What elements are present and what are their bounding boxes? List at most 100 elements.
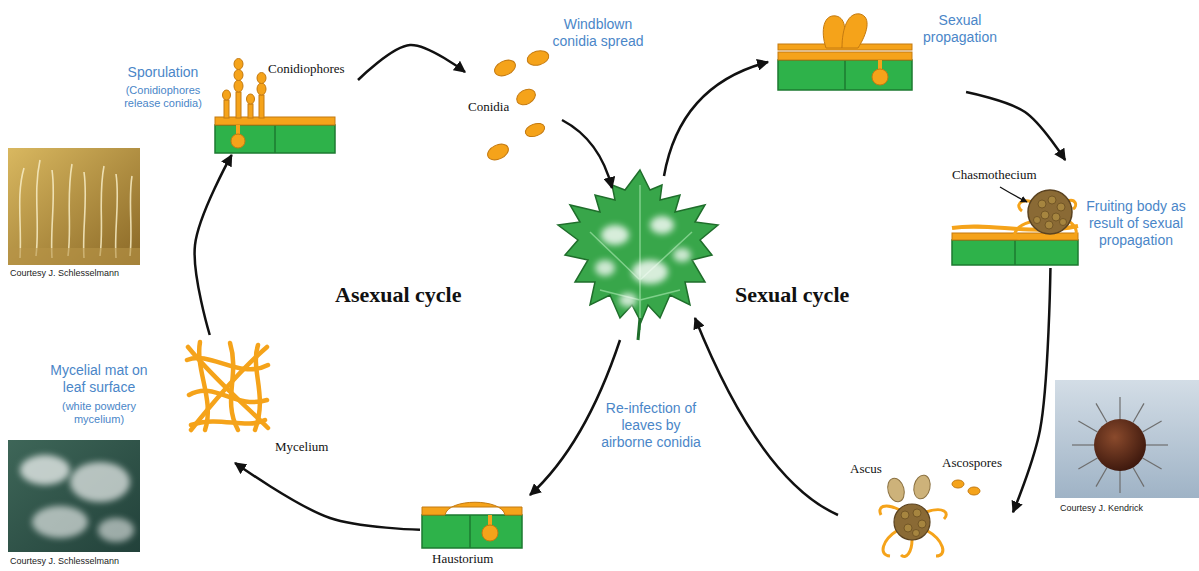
mycelium-photo-part xyxy=(32,506,88,538)
photo-credit: Courtesy J. Kendrick xyxy=(1060,503,1143,513)
stage-heading: Fruiting body as result of sexual propag… xyxy=(1080,198,1192,248)
mycelium-drawing-part xyxy=(230,343,238,430)
chasmothecium-drawing xyxy=(952,187,1078,265)
cycle-label: Asexual cycle xyxy=(335,282,461,307)
sexual-propagation-drawing-part xyxy=(778,52,912,60)
chasmothecium-drawing-part-part xyxy=(1052,213,1060,221)
cycle-arrow-part xyxy=(562,120,612,188)
mycelium-photo-part xyxy=(20,455,70,485)
conidiophore-drawing-part-part xyxy=(236,92,241,118)
ascus-drawing-part xyxy=(912,474,933,501)
ascus-drawing-part-part xyxy=(913,530,920,537)
chasmothecium-photo-part-part xyxy=(1143,458,1162,469)
part-label: Conidia xyxy=(468,100,509,115)
conidiophore-drawing-part-part xyxy=(259,95,264,118)
cycle-label: Sexual cycle xyxy=(735,282,849,307)
stage-node: Sporulation(Conidiophores release conidi… xyxy=(115,55,358,155)
cycle-arrow xyxy=(195,155,232,335)
stage-node: Mycelial mat on leaf surface(white powde… xyxy=(42,335,347,463)
photo-credit: Courtesy J. Schlesselmann xyxy=(10,268,119,278)
chasmothecium-photo-part xyxy=(1094,419,1146,471)
conidiophore-drawing-part-part xyxy=(223,90,231,100)
mycelium-photo xyxy=(8,440,140,552)
conidiophore-photo-part xyxy=(8,148,140,265)
chasmothecium-drawing-part-part xyxy=(1038,200,1046,208)
stage-node: Sexual propagation xyxy=(775,8,1008,92)
sexual-propagation-drawing-part xyxy=(823,16,845,48)
haustorium-drawing-part xyxy=(482,525,498,541)
chasmothecium-photo-part-part xyxy=(1143,421,1162,432)
conidiophore-photo-part xyxy=(100,166,104,256)
conidiophore-photo-part xyxy=(84,172,86,258)
infected-leaf-part xyxy=(601,225,629,245)
ascus-drawing-part-part xyxy=(904,524,912,532)
sexual-propagation-drawing-part xyxy=(842,14,867,48)
cycle-arrow-part xyxy=(664,62,768,176)
cycle-arrow xyxy=(358,45,465,80)
chasmothecium-photo-part-part xyxy=(1072,444,1094,445)
mycelium-drawing-part xyxy=(191,347,267,430)
infected-leaf-part xyxy=(619,293,637,307)
ascus-drawing-part xyxy=(968,487,980,495)
conidiophore-drawing-part-part xyxy=(234,80,243,92)
mycelium-photo-part xyxy=(8,440,140,552)
part-label: Chasmothecium xyxy=(952,168,1037,183)
part-label: Haustorium xyxy=(432,552,493,567)
stage-node: AscusAscospores xyxy=(845,455,1013,565)
chasmothecium-photo-part-part xyxy=(1146,444,1168,445)
chasmothecium-drawing-part xyxy=(1028,190,1072,234)
sexual-propagation-drawing-part xyxy=(872,69,888,85)
stage-node: Windblown conidia spreadConidia xyxy=(465,12,655,172)
infected-leaf-part xyxy=(673,248,691,262)
conidia-drawing-part xyxy=(485,141,511,163)
conidiophore-drawing-part xyxy=(223,59,267,119)
conidiophore-photo-part xyxy=(52,170,54,258)
haustorium-drawing-part xyxy=(469,515,471,548)
stage-heading: Sporulation xyxy=(118,64,208,81)
stage-heading: Windblown conidia spread xyxy=(548,16,648,50)
ascus-drawing-part xyxy=(894,504,930,540)
chasmothecium-drawing-part xyxy=(952,240,1078,265)
conidia-drawing-part xyxy=(514,86,538,108)
part-label: Ascospores xyxy=(942,456,1002,471)
conidiophore-drawing-part xyxy=(236,125,240,134)
chasmothecium-photo-part xyxy=(1055,380,1199,498)
sexual-propagation-drawing xyxy=(778,14,912,90)
chasmothecium-drawing-part-part xyxy=(1048,196,1056,204)
conidiophore-drawing-part-part xyxy=(247,94,255,104)
chasmothecium-drawing-part-part xyxy=(1041,211,1049,219)
conidiophore-photo-part xyxy=(20,168,24,258)
ascus-drawing xyxy=(880,474,980,557)
stage-node: Fruiting body as result of sexual propag… xyxy=(950,160,1195,268)
conidiophore-photo xyxy=(8,148,140,265)
conidiophore-photo-part xyxy=(130,176,132,256)
ascus-drawing-part-part xyxy=(901,540,912,557)
photo-credit: Courtesy J. Schlesselmann xyxy=(10,556,119,566)
infected-leaf-part xyxy=(632,260,668,284)
infected-leaf-part xyxy=(590,185,692,330)
infected-leaf-part xyxy=(650,216,674,234)
cycle-arrow-part xyxy=(530,340,620,495)
chasmothecium-photo xyxy=(1055,380,1199,498)
conidiophore-drawing-part xyxy=(231,134,245,148)
conidiophore-drawing-part-part xyxy=(224,100,229,118)
conidia-drawing-part xyxy=(524,121,547,139)
ascus-drawing-part-part xyxy=(926,530,943,556)
part-label: Mycelium xyxy=(275,440,328,455)
chasmothecium-photo-part-part xyxy=(1078,421,1097,432)
stage-heading: Sexual propagation xyxy=(915,12,1005,46)
chasmothecium-drawing-part xyxy=(1014,240,1016,265)
ascus-drawing-part xyxy=(952,480,964,488)
haustorium-drawing-part xyxy=(422,515,522,548)
conidiophore-drawing-part xyxy=(215,125,335,153)
stage-node: Re-infection of leaves by airborne conid… xyxy=(420,395,715,570)
sexual-propagation-drawing-part xyxy=(844,60,846,90)
infected-leaf-part xyxy=(595,260,615,276)
conidiophore-photo-part xyxy=(116,174,118,258)
conidia-drawing-part xyxy=(492,57,518,79)
haustorium-drawing-part xyxy=(422,502,522,515)
chasmothecium-photo-part-part xyxy=(1096,403,1107,422)
infected-leaf-part xyxy=(638,318,640,340)
chasmothecium-drawing-part-part xyxy=(1045,221,1053,229)
